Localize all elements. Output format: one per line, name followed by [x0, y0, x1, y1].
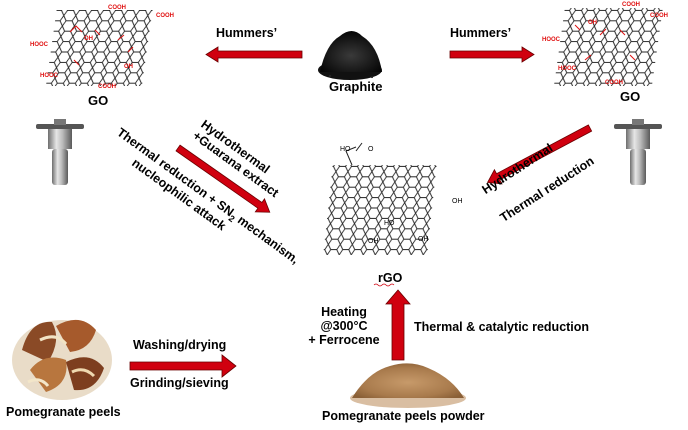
rgo-oh-low: OH — [368, 238, 379, 245]
rgo-oh-low-right: OH — [418, 236, 429, 243]
go-left-hooc-bottom: HOOC — [40, 73, 58, 79]
heating-line2: @300°C — [320, 318, 368, 333]
washing-drying-label: Washing/drying — [133, 338, 227, 352]
rgo-o-top: O — [368, 146, 374, 153]
arrow-hummers-right — [449, 46, 535, 63]
go-left-cooh-bottom: COOH — [98, 84, 116, 90]
go-right-structure — [553, 8, 663, 86]
go-left-label: GO — [88, 93, 109, 108]
autoclave-left — [36, 119, 84, 185]
go-right-cooh-bottom: COOH — [605, 80, 623, 86]
go-right-hooc-bottom: HOOC — [558, 66, 576, 72]
pomegranate-peels-image — [12, 319, 112, 400]
go-left-oh-1: OH — [84, 36, 93, 42]
go-left-hooc: HOOC — [30, 42, 48, 48]
arrows — [129, 46, 593, 378]
rgo-structure — [323, 142, 437, 255]
go-right-cooh-right: COOH — [650, 13, 668, 19]
arrow-thermal-catalytic — [385, 289, 411, 361]
autoclave-right — [614, 119, 662, 185]
graphite-label: Graphite — [329, 79, 383, 94]
hummers-right-label: Hummers’ — [450, 26, 512, 40]
heating-line3: + Ferrocene — [308, 332, 380, 347]
heating-line1: Heating — [321, 305, 367, 319]
rgo-label: rGO — [378, 271, 403, 285]
grinding-sieving-label: Grinding/sieving — [130, 376, 229, 390]
arrow-hydrothermal-right — [486, 124, 593, 185]
go-left-cooh-top: COOH — [108, 5, 126, 11]
graphite-pile — [318, 31, 382, 80]
pomegranate-peels-label: Pomegranate peels — [6, 405, 121, 419]
go-left-oh-2: OH — [124, 64, 133, 70]
go-right-oh: OH — [588, 20, 597, 26]
go-left-cooh-right: COOH — [156, 13, 174, 19]
pomegranate-powder-pile — [350, 363, 466, 408]
arrow-washing — [129, 354, 237, 378]
go-left-structure — [45, 10, 153, 86]
rgo-oh-right: OH — [452, 198, 463, 205]
rgo-ho: HO — [340, 146, 351, 153]
go-right-label: GO — [620, 89, 641, 104]
pomegranate-powder-label: Pomegranate peels powder — [322, 409, 485, 423]
heating-label: Heating @300°C + Ferrocene — [308, 305, 380, 347]
arrow-hydrothermal-guarana — [175, 144, 271, 213]
rgo-ho-mid: HO — [384, 220, 395, 227]
thermal-catalytic-label: Thermal & catalytic reduction — [414, 320, 590, 334]
arrow-hummers-left — [205, 46, 303, 63]
hummers-left-label: Hummers’ — [216, 26, 278, 40]
go-right-hooc: HOOC — [542, 37, 560, 43]
go-right-cooh-top: COOH — [622, 2, 640, 8]
